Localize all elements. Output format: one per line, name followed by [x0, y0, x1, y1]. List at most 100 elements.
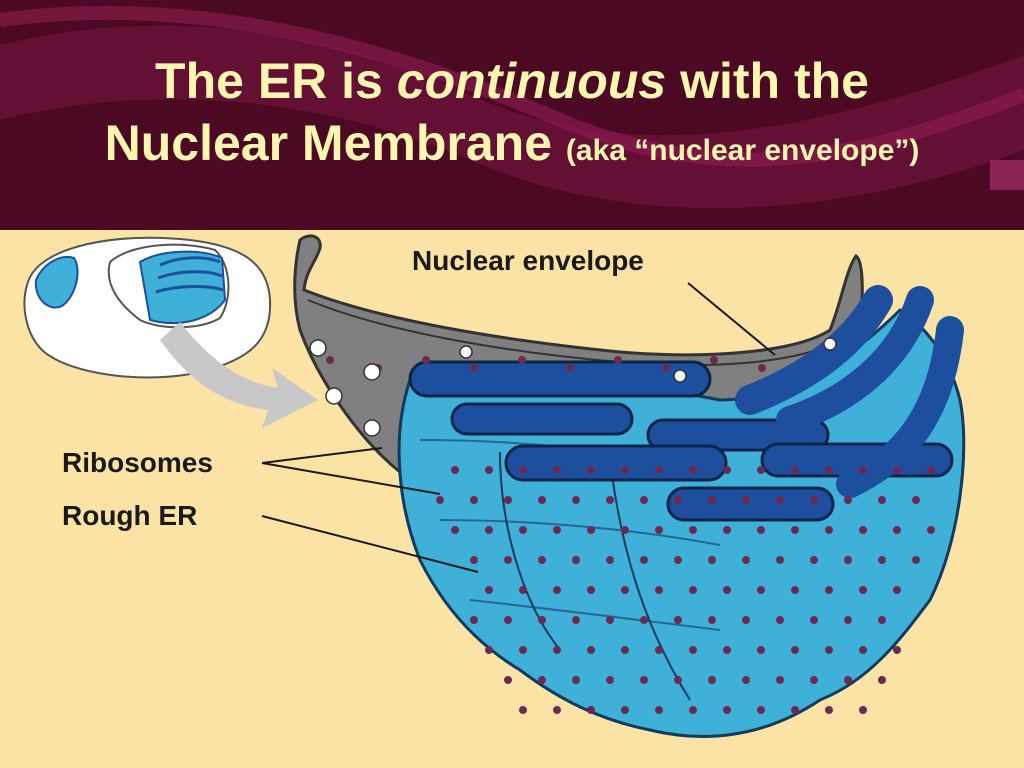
ribosome-dot	[757, 466, 765, 474]
ribosome-dot	[708, 556, 716, 564]
label-rough-er: Rough ER	[62, 500, 197, 531]
ribosome-dot	[655, 586, 663, 594]
title-text-start: The ER is	[155, 53, 397, 109]
ribosome-dot	[587, 646, 595, 654]
ribosome-dot	[621, 586, 629, 594]
ribosome-dot	[587, 706, 595, 714]
ribosome-dot	[538, 676, 546, 684]
slide-title: The ER is continuous with the Nuclear Me…	[0, 50, 1024, 182]
ribosome-dot	[708, 496, 716, 504]
ribosome-dot	[776, 496, 784, 504]
ribosome-dot	[470, 364, 478, 372]
ribosome-dot	[893, 526, 901, 534]
ribosome-dot	[859, 466, 867, 474]
ribosome-dot	[451, 466, 459, 474]
ribosome-dots	[326, 356, 935, 714]
ribosome-dot	[655, 466, 663, 474]
ribosome-dot	[791, 706, 799, 714]
ribosome-dot	[723, 526, 731, 534]
ribosome-dot	[640, 676, 648, 684]
ribosome-dot	[553, 526, 561, 534]
ribosome-dot	[662, 364, 670, 372]
title-emphasis: continuous	[396, 53, 667, 109]
ribosome-dot	[326, 356, 334, 364]
ribosome-dot	[757, 526, 765, 534]
ribosome-dot	[566, 364, 574, 372]
ribosome-dot	[606, 676, 614, 684]
ribosome-dot	[606, 616, 614, 624]
ribosome-dot	[927, 526, 935, 534]
ribosome-dot	[640, 556, 648, 564]
ribosome-dot	[776, 616, 784, 624]
ribosome-dot	[810, 556, 818, 564]
ribosome-dot	[587, 466, 595, 474]
ribosome-dot	[553, 706, 561, 714]
title-line-2: Nuclear Membrane (aka “nuclear envelope”…	[0, 112, 1024, 182]
ribosome-dot	[742, 496, 750, 504]
ribosome-dot	[878, 556, 886, 564]
ribosome-dot	[844, 616, 852, 624]
ribosome-dot	[621, 526, 629, 534]
ribosome-dot	[791, 466, 799, 474]
er-cisternae	[408, 285, 964, 522]
ribosome-dot	[640, 496, 648, 504]
ribosome-dot	[825, 646, 833, 654]
ribosome-dot	[689, 706, 697, 714]
ribosome-dot	[708, 676, 716, 684]
ribosome-dot	[893, 586, 901, 594]
ribosome-dot	[553, 586, 561, 594]
ribosome-dot	[485, 526, 493, 534]
ribosome-dot	[723, 466, 731, 474]
ribosome-dot	[485, 646, 493, 654]
ribosome-dot	[708, 616, 716, 624]
ribosome-dot	[655, 526, 663, 534]
ribosome-dot	[519, 706, 527, 714]
ribosome-dot	[519, 646, 527, 654]
ribosome-dot	[519, 466, 527, 474]
ribosome-dot	[519, 586, 527, 594]
ribosome-dot	[640, 616, 648, 624]
arrow-shape	[160, 322, 318, 428]
ribosome-dot	[723, 706, 731, 714]
ribosome-dot	[742, 556, 750, 564]
ribosome-dot	[689, 466, 697, 474]
title-text-end: with the	[666, 53, 869, 109]
ribosome-dot	[470, 496, 478, 504]
nuclear-pores	[309, 337, 837, 437]
ribosome-dot	[470, 616, 478, 624]
ribosome-dot	[844, 496, 852, 504]
ribosome-dot	[587, 586, 595, 594]
ribosome-dot	[504, 676, 512, 684]
ribosome-dot	[538, 616, 546, 624]
ribosome-dot	[912, 556, 920, 564]
ribosome-dot	[791, 526, 799, 534]
ribosome-dot	[572, 496, 580, 504]
ribosome-dot	[451, 526, 459, 534]
ribosome-dot	[912, 496, 920, 504]
ribosome-dot	[757, 706, 765, 714]
ribosome-dot	[621, 466, 629, 474]
ribosome-dot	[893, 646, 901, 654]
ribosome-dot	[844, 676, 852, 684]
ribosome-dot	[859, 646, 867, 654]
cell-inset-icon	[23, 236, 272, 379]
ribosome-dot	[587, 526, 595, 534]
ribosome-dot	[825, 706, 833, 714]
ribosome-dot	[859, 526, 867, 534]
ribosome-dot	[674, 496, 682, 504]
ribosome-dot	[878, 676, 886, 684]
title-line2-main: Nuclear Membrane	[104, 115, 552, 171]
ribosome-dot	[606, 556, 614, 564]
ribosome-dot	[878, 616, 886, 624]
slide-header: The ER is continuous with the Nuclear Me…	[0, 0, 1024, 230]
ribosome-dot	[553, 646, 561, 654]
ribosome-dot	[674, 556, 682, 564]
ribosome-dot	[655, 706, 663, 714]
ribosome-dot	[606, 496, 614, 504]
ribosome-dot	[825, 526, 833, 534]
ribosome-dot	[518, 356, 526, 364]
ribosome-dot	[621, 706, 629, 714]
ribosome-dot	[791, 586, 799, 594]
ribosome-dot	[621, 646, 629, 654]
